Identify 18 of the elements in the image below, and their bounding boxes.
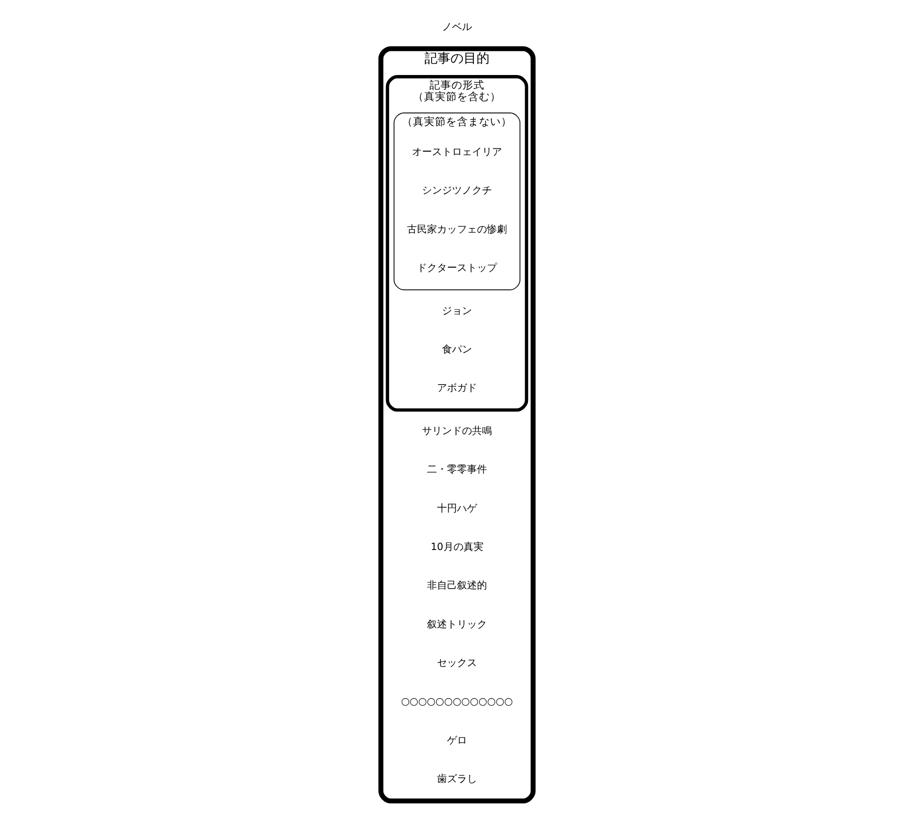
node-text: セックス [436, 658, 476, 670]
node-text: 古民家カッフェの惨劇 [406, 224, 506, 236]
node-text: ノベル [442, 22, 472, 33]
node-text: サリンドの共鳴 [422, 426, 492, 437]
node-text: シンジツノクチ [422, 186, 492, 197]
node-text: オーストロェイリア [412, 146, 502, 158]
node-text: ジョン [442, 306, 472, 317]
node-text: 十円ハゲ [436, 503, 476, 514]
node-text: アボガド [436, 383, 476, 394]
node-text: 歯ズラし [436, 774, 476, 786]
node-text: ○○○○○○○○○○○○○ [400, 696, 512, 708]
node-text: ドクターストップ [416, 263, 496, 274]
node-text: 非自己叙述的 [426, 580, 486, 592]
node-text: 二・零零事件 [426, 464, 486, 476]
node-text: ゲロ [446, 735, 466, 746]
node-text: 叙述トリック [426, 619, 486, 630]
node-text: 食パン [442, 344, 472, 356]
node-text: 10月の真実 [430, 542, 483, 553]
